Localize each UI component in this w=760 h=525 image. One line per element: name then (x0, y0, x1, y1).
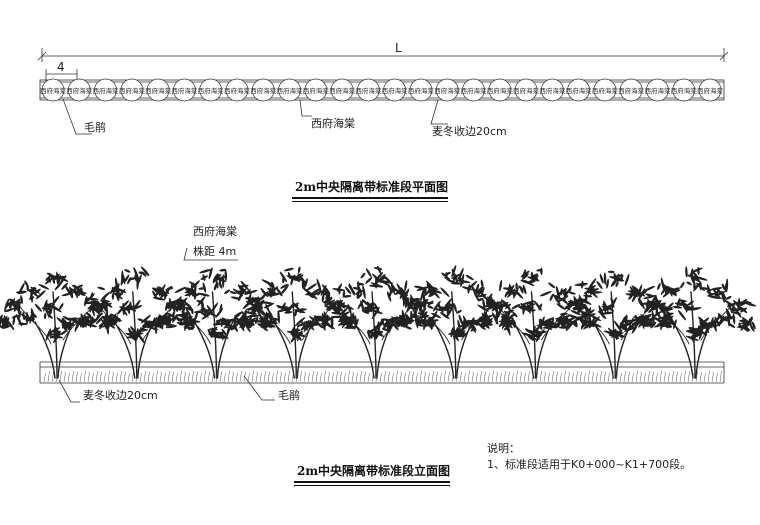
notes-block: 说明： 1、标准段适用于K0+000~K1+700段。 (487, 441, 691, 473)
notes-item-1: 1、标准段适用于K0+000~K1+700段。 (487, 457, 692, 471)
plan-tree-symbol: 西府海棠 (644, 78, 671, 102)
plan-tree-symbol: 西府海棠 (513, 78, 540, 102)
plan-tree-symbol: 西府海棠 (434, 78, 461, 102)
plan-tree-symbol: 西府海棠 (119, 78, 146, 102)
plan-tree-symbol: 西府海棠 (408, 78, 435, 102)
plan-leader-lines (62, 98, 448, 135)
elevation-tree (631, 266, 757, 379)
plan-tree-symbol: 西府海棠 (171, 78, 198, 102)
plan-tree-symbol-text: 西府海棠 (198, 86, 225, 95)
plan-title-underline-thin (292, 201, 448, 202)
plan-tree-symbol: 西府海棠 (618, 78, 645, 102)
elevation-tree-name: 西府海棠 (193, 225, 237, 238)
plan-tree-symbol: 西府海棠 (277, 78, 304, 102)
plan-tree-symbol-text: 西府海棠 (460, 86, 487, 95)
plan-tree-label: 西府海棠 (311, 117, 355, 130)
plan-tree-symbol-text: 西府海棠 (487, 86, 514, 95)
plan-tree-symbol-text: 西府海棠 (224, 86, 251, 95)
plan-tree-symbol-text: 西府海棠 (408, 86, 435, 95)
plan-tree-symbol: 西府海棠 (460, 78, 487, 102)
plan-tree-symbol-text: 西府海棠 (40, 86, 67, 95)
plan-tree-symbol-text: 西府海棠 (697, 86, 724, 95)
elevation-tree (0, 271, 119, 379)
plan-tree-symbol: 西府海棠 (671, 78, 698, 102)
plan-tree-symbol: 西府海棠 (93, 78, 120, 102)
plan-tree-symbol-text: 西府海棠 (382, 86, 409, 95)
elevation-tree (234, 266, 359, 379)
plan-tree-symbol-text: 西府海棠 (539, 86, 566, 95)
plan-tree-symbol-text: 西府海棠 (277, 86, 304, 95)
plan-tree-symbol: 西府海棠 (40, 78, 67, 102)
plan-tree-symbol-text: 西府海棠 (355, 86, 382, 95)
plan-tree-symbol: 西府海棠 (355, 78, 382, 102)
plan-tree-symbol-text: 西府海棠 (592, 86, 619, 95)
plan-dimension-line (37, 48, 729, 62)
shrub-hatch (43, 370, 722, 383)
plan-tree-symbol-text: 西府海棠 (93, 86, 120, 95)
plan-tree-symbol-text: 西府海棠 (250, 86, 277, 95)
plan-tree-symbol: 西府海棠 (66, 78, 93, 102)
plan-tree-symbol-text: 西府海棠 (513, 86, 540, 95)
plan-tree-symbol: 西府海棠 (697, 78, 724, 102)
elevation-leader-lines (58, 247, 275, 403)
plan-tree-symbol: 西府海棠 (539, 78, 566, 102)
plan-tree-row: 西府海棠西府海棠西府海棠西府海棠西府海棠西府海棠西府海棠西府海棠西府海棠西府海棠… (40, 78, 724, 102)
plan-spacing-label: 4 (57, 60, 65, 74)
elevation-edging-label: 麦冬收边20cm (83, 389, 158, 402)
elevation-title-underline-thin (294, 485, 450, 486)
plan-tree-symbol: 西府海棠 (303, 78, 330, 102)
elevation-ground-strip (39, 361, 725, 384)
plan-length-label: L (395, 41, 402, 55)
plan-tree-symbol-text: 西府海棠 (329, 86, 356, 95)
plan-tree-symbol-text: 西府海棠 (618, 86, 645, 95)
plan-tree-symbol: 西府海棠 (566, 78, 593, 102)
plan-tree-symbol: 西府海棠 (224, 78, 251, 102)
plan-tree-symbol-text: 西府海棠 (66, 86, 93, 95)
elevation-shrub-label: 毛鹃 (278, 389, 300, 402)
elevation-tree (313, 265, 437, 379)
notes-heading: 说明： (487, 442, 520, 455)
plan-tree-symbol: 西府海棠 (487, 78, 514, 102)
plan-tree-symbol-text: 西府海棠 (303, 86, 330, 95)
plan-title: 2m中央隔离带标准段平面图 (295, 180, 449, 194)
plan-tree-symbol-text: 西府海棠 (671, 86, 698, 95)
elevation-tree (155, 267, 278, 379)
plan-tree-symbol-text: 西府海棠 (566, 86, 593, 95)
plan-tree-symbol: 西府海棠 (592, 78, 619, 102)
plan-tree-symbol-text: 西府海棠 (119, 86, 146, 95)
plan-tree-symbol: 西府海棠 (382, 78, 409, 102)
plan-tree-symbol: 西府海棠 (329, 78, 356, 102)
elevation-title: 2m中央隔离带标准段立面图 (297, 464, 451, 478)
elevation-title-underline (294, 481, 450, 483)
plan-tree-symbol: 西府海棠 (198, 78, 225, 102)
plan-title-underline (292, 197, 448, 199)
plan-shrub-label: 毛鹃 (84, 121, 106, 134)
elevation-tree-row (0, 265, 757, 379)
plan-tree-symbol: 西府海棠 (145, 78, 172, 102)
plan-tree-symbol-text: 西府海棠 (145, 86, 172, 95)
elevation-tree-spacing: 株距 4m (193, 245, 237, 258)
plan-tree-symbol-text: 西府海棠 (644, 86, 671, 95)
plan-tree-symbol-text: 西府海棠 (434, 86, 461, 95)
plan-edging-label: 麦冬收边20cm (432, 125, 507, 138)
plan-tree-symbol-text: 西府海棠 (171, 86, 198, 95)
plan-tree-symbol: 西府海棠 (250, 78, 277, 102)
